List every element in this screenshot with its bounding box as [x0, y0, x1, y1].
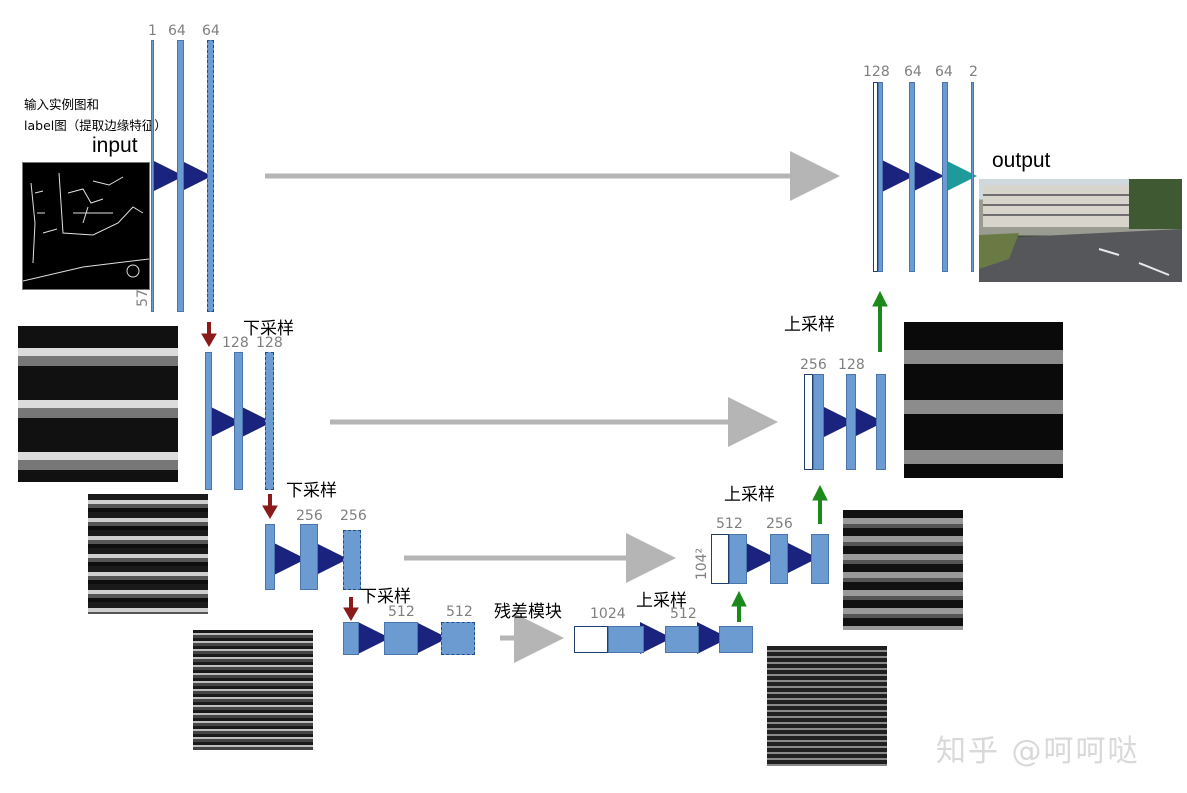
- residual-label: 残差模块: [494, 602, 562, 622]
- feature-map: [811, 534, 829, 584]
- feature-image-u3: [843, 510, 963, 630]
- feature-map: [207, 40, 214, 312]
- feature-map: [441, 622, 475, 655]
- feature-map: [300, 524, 318, 590]
- street-sketch: [979, 179, 1182, 282]
- downsample-label: 下采样: [286, 481, 337, 501]
- feature-map: [384, 622, 418, 655]
- channel-count: 128: [838, 357, 865, 373]
- output-label: output: [992, 149, 1051, 172]
- downsample-arrow: [343, 597, 359, 621]
- channel-count: 64: [904, 64, 922, 80]
- feature-map: [265, 524, 275, 590]
- channel-count: 128: [222, 335, 249, 351]
- upsample-arrow: [872, 290, 888, 352]
- upsample-arrow: [731, 590, 747, 622]
- feature-map: [665, 626, 699, 653]
- feature-map: [177, 40, 184, 312]
- upsample-label: 上采样: [724, 485, 775, 505]
- feature-image-level2: [88, 494, 208, 614]
- input-note: 输入实例图和 label图（提取边缘特征）: [24, 94, 167, 136]
- feature-map: [971, 82, 974, 272]
- channel-count: 128: [863, 64, 890, 80]
- channel-count: 512: [670, 606, 697, 622]
- input-note-line2: label图（提取边缘特征）: [24, 118, 167, 133]
- input-note-line1: 输入实例图和: [24, 97, 100, 112]
- downsample-arrows: [201, 322, 359, 621]
- feature-image-level3: [193, 630, 313, 750]
- feature-map: [205, 352, 212, 490]
- channel-count: 64: [168, 23, 186, 39]
- size-label: 57: [134, 289, 151, 307]
- channel-count: 64: [202, 23, 220, 39]
- downsample-arrow: [262, 494, 278, 519]
- downsample-label: 下采样: [360, 587, 411, 607]
- feature-map-concat: [873, 82, 878, 272]
- watermark: 知乎 @呵呵哒: [936, 734, 1140, 769]
- edge-sketch: [23, 172, 149, 282]
- output-street-image: [979, 179, 1182, 282]
- feature-map: [234, 352, 243, 490]
- upsample-label: 上采样: [636, 591, 687, 611]
- feature-image-u2: [904, 322, 1063, 478]
- upsample-label: 上采样: [784, 315, 835, 335]
- channel-count: 1024: [590, 606, 626, 622]
- channel-count: 64: [935, 64, 953, 80]
- feature-map: [608, 626, 644, 653]
- feature-map: [876, 374, 886, 470]
- downsample-label: 下采样: [243, 319, 294, 339]
- input-label: input: [92, 134, 138, 157]
- channel-count: 512: [716, 516, 743, 532]
- channel-count: 1: [148, 23, 157, 39]
- feature-map-concat: [804, 374, 813, 470]
- channel-count: 128: [256, 335, 283, 351]
- feature-map-concat: [711, 534, 729, 584]
- upsample-arrows: [731, 290, 888, 622]
- size-label: 104²: [694, 547, 711, 581]
- feature-map: [909, 82, 915, 272]
- feature-map: [719, 626, 753, 653]
- channel-count: 2: [969, 64, 978, 80]
- feature-map: [265, 352, 274, 490]
- feature-map: [729, 534, 747, 584]
- skip-connections: [265, 151, 840, 663]
- channel-count: 512: [388, 604, 415, 620]
- conv-arrows: [152, 160, 944, 654]
- feature-image-bottom: [767, 646, 887, 766]
- feature-map: [151, 40, 154, 312]
- channel-count: 256: [340, 508, 367, 524]
- channel-count: 512: [446, 604, 473, 620]
- feature-map: [343, 530, 361, 590]
- feature-map: [343, 622, 359, 655]
- feature-map: [770, 534, 788, 584]
- channel-count: 256: [296, 508, 323, 524]
- feature-map: [813, 374, 824, 470]
- channel-count: 256: [766, 516, 793, 532]
- channel-count: 256: [800, 357, 827, 373]
- downsample-arrow: [201, 322, 217, 347]
- feature-image-level1: [18, 326, 178, 482]
- feature-map: [846, 374, 856, 470]
- feature-map: [942, 82, 948, 272]
- feature-map-concat: [574, 626, 608, 653]
- input-edge-image: [22, 162, 150, 290]
- feature-map: [878, 82, 883, 272]
- upsample-arrow: [812, 484, 828, 524]
